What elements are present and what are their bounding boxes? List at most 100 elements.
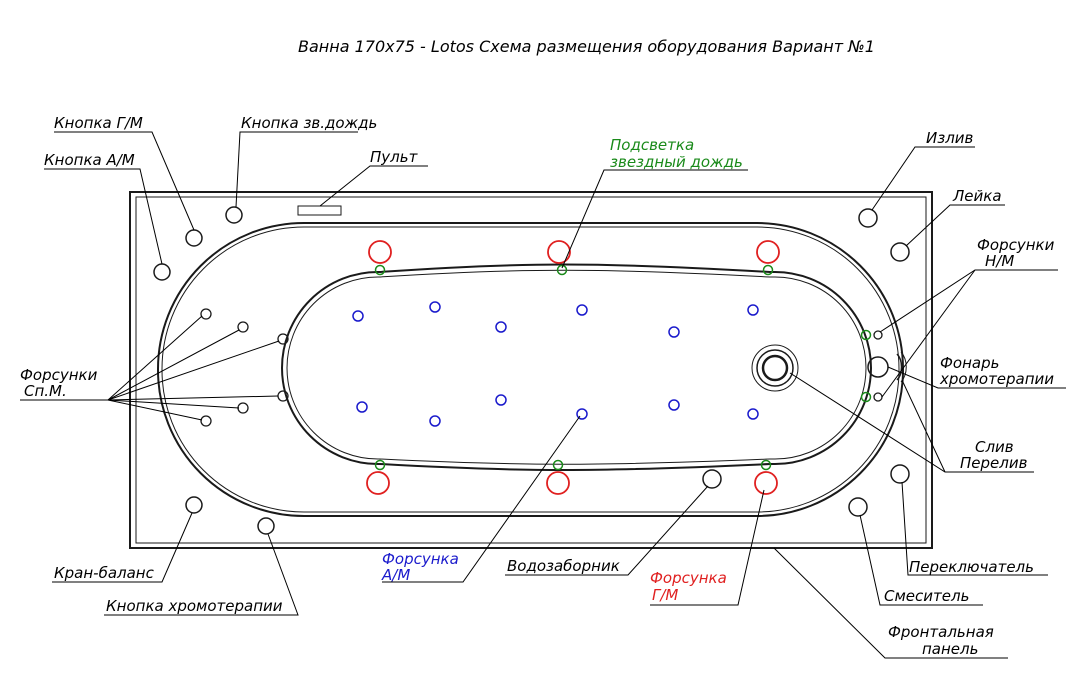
- label-jets-hm-line1: Форсунки: [977, 236, 1055, 254]
- label-jet-am-line2: А/М: [381, 566, 410, 584]
- air-jet: [352, 310, 364, 322]
- air-jet: [429, 415, 441, 427]
- remote-panel: [297, 205, 342, 216]
- back-jets: [200, 308, 883, 427]
- water-intake-marker: [702, 469, 722, 489]
- label-button-star-rain: Кнопка зв.дождь: [241, 114, 377, 132]
- leader-lines: [20, 131, 1066, 659]
- label-button-gm: Кнопка Г/М: [54, 114, 143, 132]
- star-light: [374, 459, 386, 471]
- leader-button-am: [44, 168, 163, 265]
- leader-back-jet: [107, 329, 240, 401]
- foot-jet: [873, 392, 883, 402]
- leader-mixer-balance: [52, 512, 193, 583]
- label-drain-line2: Перелив: [960, 454, 1028, 472]
- back-jet: [237, 321, 249, 333]
- hydro-jet: [754, 471, 778, 495]
- label-switch: Переключатель: [909, 558, 1034, 576]
- star-light: [556, 264, 568, 276]
- drain-mid: [756, 349, 794, 387]
- label-jet-am-line1: Форсунка: [382, 550, 459, 568]
- chromo-lamp-bracket: [900, 351, 907, 383]
- mixer-marker: [848, 497, 868, 517]
- chromo-lamp-bracket: [896, 353, 903, 381]
- label-remote: Пульт: [370, 148, 419, 166]
- label-star-light-line2: звездный дождь: [610, 153, 743, 171]
- label-spout: Излив: [926, 129, 974, 147]
- back-jet: [277, 333, 289, 345]
- leader-front-panel: [773, 547, 1008, 659]
- label-jet-gm-line1: Форсунка: [650, 569, 727, 587]
- air-jet: [356, 401, 368, 413]
- air-jet: [668, 399, 680, 411]
- leader-remote: [319, 165, 428, 207]
- label-jets-back-line2: Сп.М.: [24, 382, 67, 400]
- leader-air-jet: [382, 415, 581, 583]
- label-drain-line1: Слив: [975, 438, 1014, 456]
- labels: Кнопка Г/М Кнопка А/М Кнопка зв.дождь Пу…: [20, 114, 1055, 658]
- label-front-panel-line1: Фронтальная: [888, 623, 994, 641]
- leader-water-intake: [505, 485, 709, 576]
- hydro-jet: [368, 240, 392, 264]
- foot-jet: [873, 330, 883, 340]
- air-jet: [495, 394, 507, 406]
- rim-equipment: [153, 206, 910, 535]
- spout-marker: [858, 208, 878, 228]
- label-star-light-line1: Подсветка: [610, 136, 694, 154]
- shower-marker: [890, 242, 910, 262]
- leader-back-jet: [107, 395, 279, 401]
- label-mixer-balance: Кран-баланс: [54, 564, 155, 582]
- leader-chromo-lamp: [887, 366, 1066, 389]
- air-jet: [747, 408, 759, 420]
- bath-bowl-outer: [157, 222, 904, 517]
- air-jet: [429, 301, 441, 313]
- leader-button-star-rain: [235, 131, 358, 208]
- leader-back-jet: [107, 399, 203, 421]
- hydro-jet: [546, 471, 570, 495]
- air-jets: [352, 301, 759, 427]
- mixer-balance-marker: [185, 496, 203, 514]
- switch-marker: [890, 464, 910, 484]
- star-rain-lights: [374, 264, 872, 471]
- star-light: [762, 264, 774, 276]
- star-light: [552, 459, 564, 471]
- air-jet: [576, 408, 588, 420]
- back-jet: [200, 415, 212, 427]
- label-button-am: Кнопка А/М: [44, 151, 135, 169]
- label-button-chromo: Кнопка хромотерапии: [106, 597, 283, 615]
- label-jets-back-line1: Форсунки: [20, 366, 98, 384]
- button-am-marker: [153, 263, 171, 281]
- leader-foot-jet-bottom: [881, 269, 976, 398]
- bath-bowl-inner: [161, 226, 900, 513]
- label-water-intake: Водозаборник: [507, 557, 620, 575]
- bath-floor-outer: [281, 263, 872, 471]
- leader-overflow: [901, 379, 946, 473]
- air-jet: [747, 304, 759, 316]
- back-jet: [200, 308, 212, 320]
- star-light: [860, 329, 872, 341]
- hydro-jet: [756, 240, 780, 264]
- back-jet: [237, 402, 249, 414]
- leader-mixer: [859, 514, 983, 606]
- leader-button-gm: [54, 131, 195, 231]
- bathtub-outline: [129, 191, 933, 549]
- label-shower: Лейка: [952, 187, 1002, 205]
- leader-star-light: [561, 169, 748, 269]
- air-jet: [576, 304, 588, 316]
- leader-back-jet: [107, 399, 240, 409]
- label-chromo-lamp-line2: хромотерапии: [939, 370, 1054, 388]
- leader-hydro-jet: [650, 489, 765, 606]
- button-chromo-marker: [257, 517, 275, 535]
- bath-rim-outer: [129, 191, 933, 549]
- hydro-jet: [366, 471, 390, 495]
- diagram-title: Ванна 170х75 - Lotos Схема размещения об…: [298, 37, 875, 56]
- leader-back-jet: [107, 340, 280, 401]
- star-light: [860, 391, 872, 403]
- leader-shower: [905, 204, 1005, 247]
- air-jet: [495, 321, 507, 333]
- hydro-jets: [366, 240, 780, 495]
- leader-button-chromo: [104, 533, 299, 616]
- leader-foot-jet-top: [879, 269, 1058, 333]
- star-light: [760, 459, 772, 471]
- label-chromo-lamp-line1: Фонарь: [940, 354, 999, 372]
